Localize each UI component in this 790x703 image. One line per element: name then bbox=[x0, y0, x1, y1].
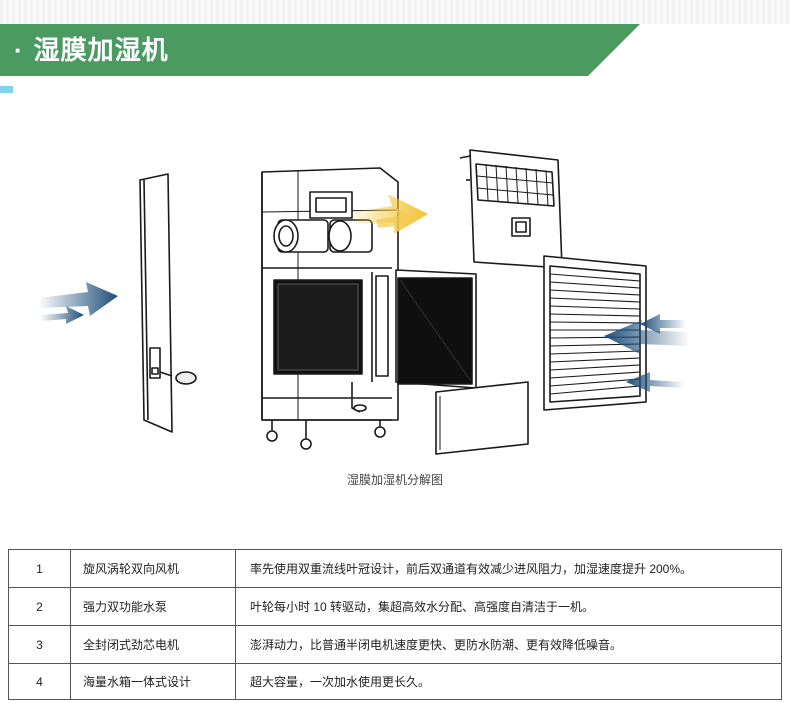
row-number: 3 bbox=[8, 625, 71, 664]
feature-name: 强力双功能水泵 bbox=[70, 587, 236, 626]
feature-description: 率先使用双重流线叶冠设计，前后双通道有效减少进风阻力，加湿速度提升 200%。 bbox=[235, 549, 782, 588]
feature-description: 澎湃动力，比普通半闭电机速度更快、更防水防潮、更有效降低噪音。 bbox=[235, 625, 782, 664]
feature-name: 旋风涡轮双向风机 bbox=[70, 549, 236, 588]
media-cassette bbox=[395, 269, 477, 389]
main-body bbox=[261, 167, 399, 450]
section-banner bbox=[0, 24, 640, 76]
inflow-arrow-left bbox=[38, 282, 118, 324]
section-title: · 湿膜加湿机 bbox=[14, 24, 169, 76]
table-row: 3 全封闭式劲芯电机 澎湃动力，比普通半闭电机速度更快、更防水防潮、更有效降低噪… bbox=[8, 625, 782, 664]
feature-description: 超大容量，一次加水使用更长久。 bbox=[235, 663, 782, 700]
exploded-diagram bbox=[0, 120, 790, 465]
outflow-arrow bbox=[352, 194, 428, 234]
feature-table: 1 旋风涡轮双向风机 率先使用双重流线叶冠设计，前后双通道有效减少进风阻力，加湿… bbox=[8, 549, 782, 700]
accent-mark bbox=[0, 86, 13, 93]
feature-description: 叶轮每小时 10 转驱动，集超高效水分配、高强度自清洁于一机。 bbox=[235, 587, 782, 626]
side-panel bbox=[139, 173, 197, 433]
title-bullet: · bbox=[14, 35, 24, 65]
table-row: 4 海量水箱一体式设计 超大容量，一次加水使用更长久。 bbox=[8, 663, 782, 700]
top-texture-strip bbox=[0, 0, 790, 24]
table-row: 2 强力双功能水泵 叶轮每小时 10 转驱动，集超高效水分配、高强度自清洁于一机… bbox=[8, 587, 782, 626]
table-row: 1 旋风涡轮双向风机 率先使用双重流线叶冠设计，前后双通道有效减少进风阻力，加湿… bbox=[8, 549, 782, 588]
row-number: 2 bbox=[8, 587, 71, 626]
diagram-caption: 湿膜加湿机分解图 bbox=[346, 473, 443, 487]
row-number: 4 bbox=[8, 663, 71, 700]
feature-name: 全封闭式劲芯电机 bbox=[70, 625, 236, 664]
title-text: 湿膜加湿机 bbox=[33, 35, 169, 65]
rear-louvre-filter bbox=[543, 255, 647, 411]
rear-grille-panel bbox=[459, 149, 563, 269]
inflow-arrow-right bbox=[604, 314, 690, 392]
filter-pad bbox=[435, 381, 529, 455]
row-number: 1 bbox=[8, 549, 71, 588]
feature-name: 海量水箱一体式设计 bbox=[70, 663, 236, 700]
